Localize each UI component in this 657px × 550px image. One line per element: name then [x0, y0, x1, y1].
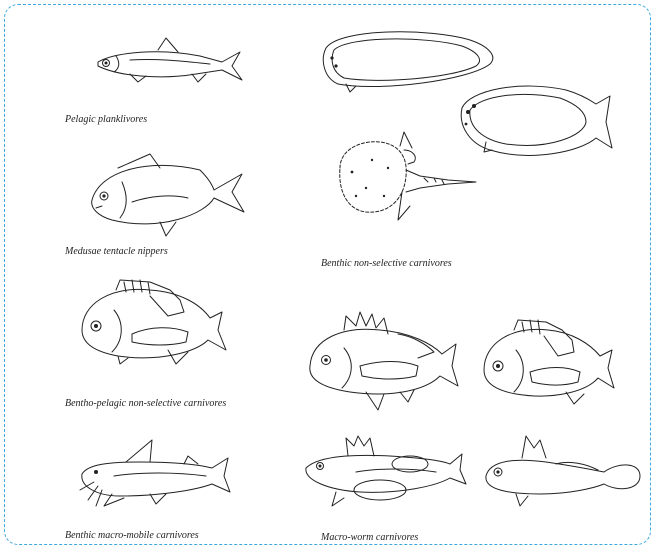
pufferfish-icon	[340, 132, 476, 220]
croaker-fish-icon	[310, 312, 458, 410]
flounder-flatfish-icon	[461, 86, 612, 155]
grunt-fish-icon	[82, 280, 226, 364]
caption-pelagic-planktivores: Pelagic planklivores	[65, 114, 147, 125]
catfish-icon	[80, 440, 230, 506]
goby-fish-icon	[486, 436, 640, 506]
sweetlips-fish-icon	[484, 320, 614, 404]
pomfret-fish-icon	[92, 154, 244, 236]
caption-bentho-pelagic-non-selective-carnivores: Bentho-pelagic non-selective carnivores	[65, 398, 226, 409]
gurnard-fish-icon	[306, 436, 466, 506]
anchovy-fish-icon	[98, 38, 242, 82]
caption-benthic-macro-mobile-carnivores: Benthic macro-mobile carnivores	[65, 530, 199, 541]
caption-benthic-non-selective-carnivores: Benthic non-selective carnivores	[321, 258, 452, 269]
caption-medusae-tentacle-nippers: Medusae tentacle nippers	[65, 246, 168, 257]
caption-macro-worm-carnivores: Macro-worm carnivores	[321, 532, 418, 543]
sole-flatfish-icon	[323, 32, 492, 92]
